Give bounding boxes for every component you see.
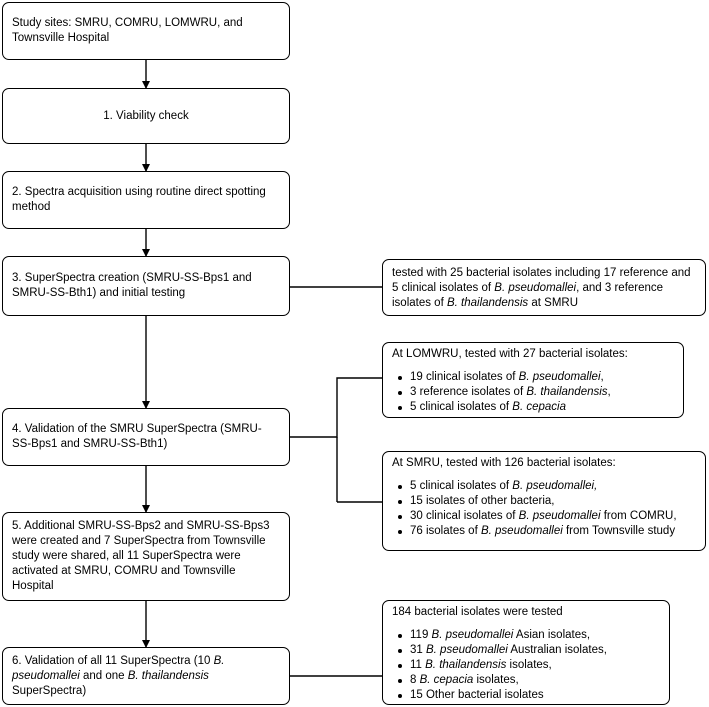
list-item: 11 B. thailandensis isolates,	[398, 658, 660, 673]
step-spectra-acquisition: 2. Spectra acquisition using routine dir…	[2, 171, 290, 229]
note-smru-testing: At SMRU, tested with 126 bacterial isola…	[382, 451, 706, 551]
step-additional-superspectra-label: 5. Additional SMRU-SS-Bps2 and SMRU-SS-B…	[12, 520, 270, 592]
note-final-heading: 184 bacterial isolates were tested	[392, 606, 563, 618]
note-lomwru-list: 19 clinical isolates of B. pseudomallei,…	[392, 370, 674, 415]
step-validation-all: 6. Validation of all 11 SuperSpectra (10…	[2, 647, 290, 705]
note-final-testing: 184 bacterial isolates were tested 119 B…	[382, 600, 670, 705]
list-item: 119 B. pseudomallei Asian isolates,	[398, 628, 660, 643]
link-s4-side4	[290, 377, 382, 438]
note-final-list: 119 B. pseudomallei Asian isolates, 31 B…	[392, 628, 660, 703]
list-item: 5 clinical isolates of B. pseudomallei,	[398, 479, 696, 494]
step-viability-check: 1. Viability check	[2, 88, 290, 144]
list-item: 8 B. cepacia isolates,	[398, 673, 660, 688]
step-spectra-acquisition-label: 2. Spectra acquisition using routine dir…	[12, 186, 266, 213]
step-viability-check-label: 1. Viability check	[103, 109, 189, 122]
note-lomwru-testing: At LOMWRU, tested with 27 bacterial isol…	[382, 342, 684, 418]
list-item: 30 clinical isolates of B. pseudomallei …	[398, 509, 696, 524]
step-superspectra-creation-label: 3. SuperSpectra creation (SMRU-SS-Bps1 a…	[12, 272, 252, 299]
note-lomwru-heading: At LOMWRU, tested with 27 bacterial isol…	[392, 348, 628, 360]
note-smru-heading: At SMRU, tested with 126 bacterial isola…	[392, 457, 616, 469]
step-study-sites-label: Study sites: SMRU, COMRU, LOMWRU, and To…	[12, 17, 243, 44]
step-additional-superspectra: 5. Additional SMRU-SS-Bps2 and SMRU-SS-B…	[2, 512, 290, 601]
list-item: 5 clinical isolates of B. cepacia	[398, 400, 674, 415]
note-smru-list: 5 clinical isolates of B. pseudomallei, …	[392, 479, 696, 539]
list-item: 76 isolates of B. pseudomallei from Town…	[398, 524, 696, 539]
list-item: 19 clinical isolates of B. pseudomallei,	[398, 370, 674, 385]
list-item: 31 B. pseudomallei Australian isolates,	[398, 643, 660, 658]
step-superspectra-creation: 3. SuperSpectra creation (SMRU-SS-Bps1 a…	[2, 256, 290, 316]
step-validation-smru: 4. Validation of the SMRU SuperSpectra (…	[2, 408, 290, 466]
step-validation-smru-label: 4. Validation of the SMRU SuperSpectra (…	[12, 423, 262, 450]
list-item: 15 isolates of other bacteria,	[398, 494, 696, 509]
note-initial-testing: tested with 25 bacterial isolates includ…	[382, 259, 706, 316]
step-study-sites: Study sites: SMRU, COMRU, LOMWRU, and To…	[2, 2, 290, 60]
step-validation-all-label: 6. Validation of all 11 SuperSpectra (10…	[12, 654, 225, 697]
list-item: 15 Other bacterial isolates	[398, 688, 660, 703]
list-item: 3 reference isolates of B. thailandensis…	[398, 385, 674, 400]
note-initial-testing-text: tested with 25 bacterial isolates includ…	[392, 267, 691, 309]
